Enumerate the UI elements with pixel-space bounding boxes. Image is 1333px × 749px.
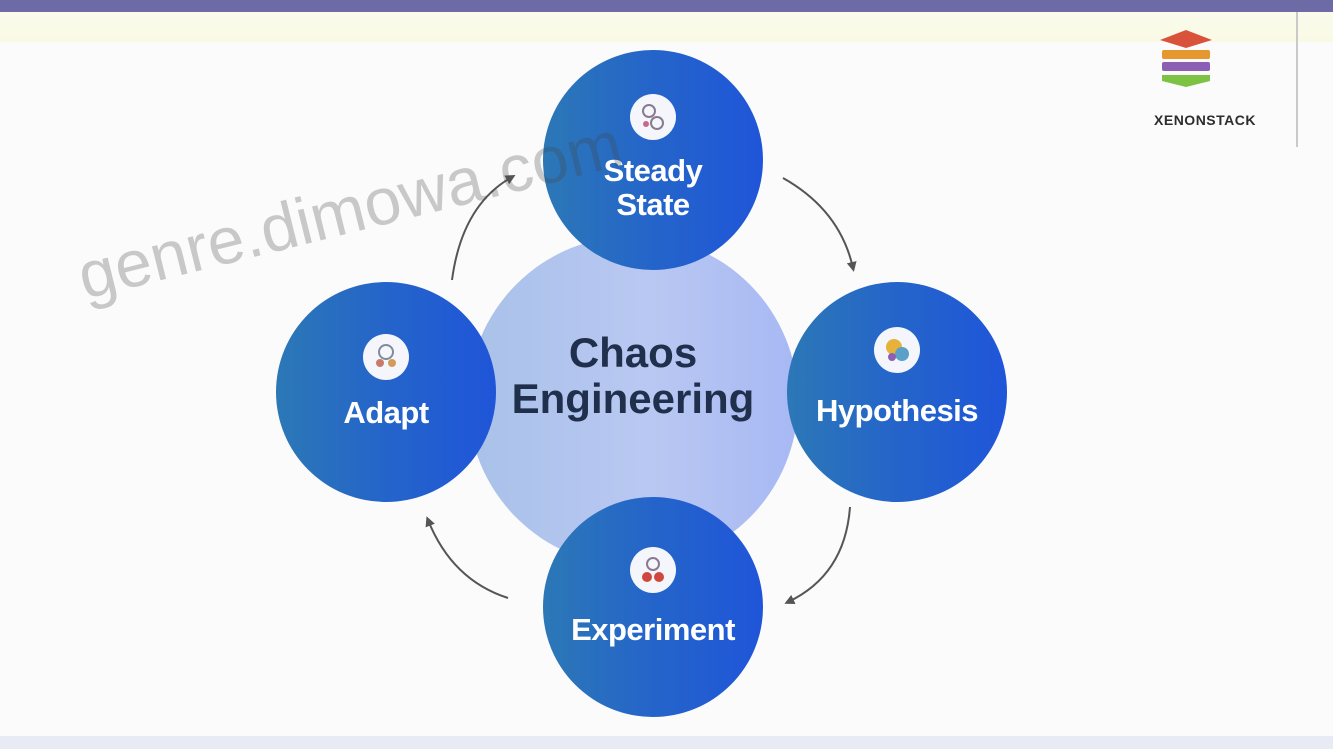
- xenonstack-logo: XENONSTACK: [1115, 22, 1295, 147]
- node-hypothesis-label: Hypothesis: [815, 393, 979, 428]
- arrow-steady-to-hypothesis: [782, 177, 857, 272]
- node-experiment-label: Experiment: [571, 612, 735, 647]
- bottom-band: [0, 736, 1333, 749]
- arrow-experiment-to-adapt: [425, 516, 509, 599]
- arrow-adapt-to-steady: [451, 175, 516, 281]
- logo-stack-icon: [1160, 30, 1212, 87]
- node-experiment: Experiment: [543, 497, 763, 717]
- node-adapt-label: Adapt: [343, 395, 429, 430]
- hypothesis-icon: [874, 327, 920, 373]
- node-adapt: Adapt: [276, 282, 496, 502]
- node-steady-state-label: Steady State: [543, 154, 763, 222]
- header-band: [0, 12, 1333, 42]
- node-steady-line1: Steady: [603, 153, 703, 188]
- node-steady-state: Steady State: [543, 50, 763, 270]
- arrow-hypothesis-to-experiment: [784, 506, 851, 604]
- experiment-icon: [630, 547, 676, 593]
- center-title-line1: Chaos: [568, 329, 698, 376]
- logo-text: XENONSTACK: [1154, 112, 1256, 128]
- adapt-icon: [363, 334, 409, 380]
- node-hypothesis: Hypothesis: [787, 282, 1007, 502]
- center-title: Chaos Engineering: [468, 330, 798, 422]
- logo-divider: [1296, 12, 1298, 147]
- top-border: [0, 0, 1333, 12]
- node-steady-line2: State: [616, 187, 690, 222]
- steady-state-icon: [630, 94, 676, 140]
- center-title-line2: Engineering: [511, 375, 755, 422]
